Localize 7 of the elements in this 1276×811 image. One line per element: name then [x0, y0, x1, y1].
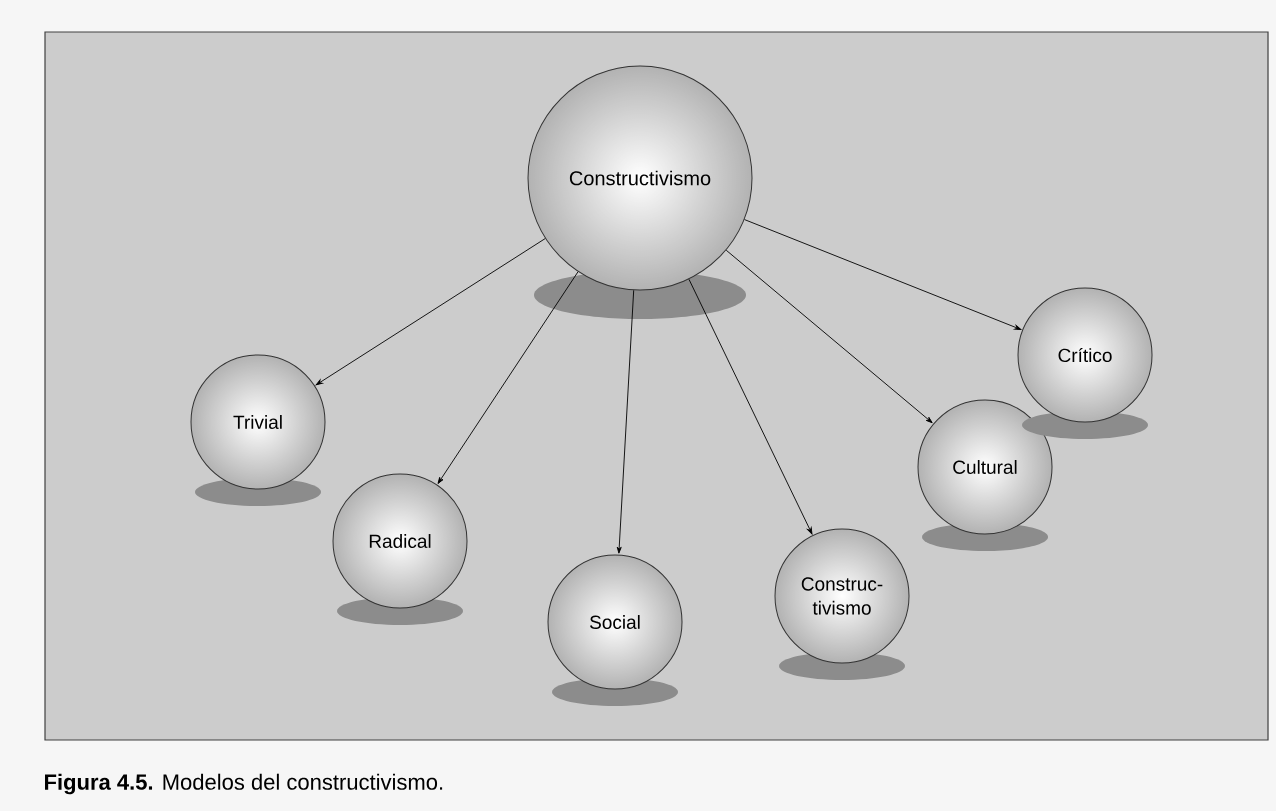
arrow [437, 271, 579, 484]
arrow [725, 249, 933, 424]
arrow [688, 278, 813, 535]
arrow [616, 289, 635, 554]
arrow [744, 219, 1022, 330]
caption: Figura 4.5. Modelos del constructivismo. [45, 773, 443, 795]
arrow [315, 238, 546, 386]
